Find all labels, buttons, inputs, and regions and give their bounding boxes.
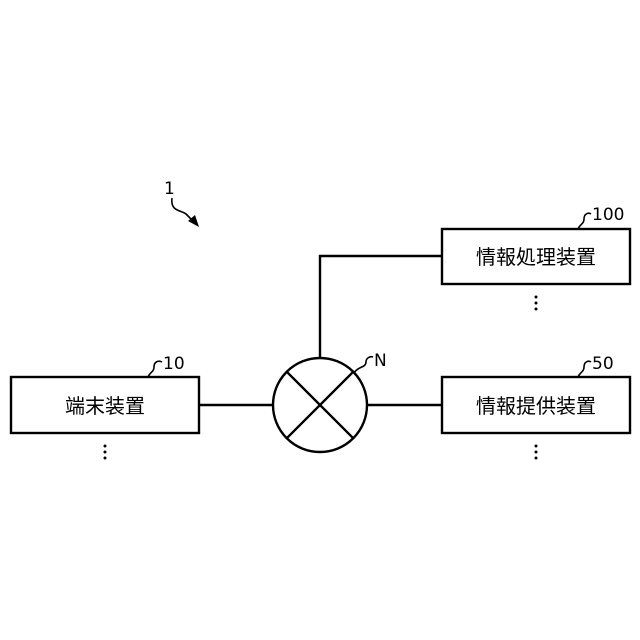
- terminal-ellipsis: [104, 445, 107, 460]
- terminal-reference-leader: [148, 361, 162, 377]
- info-processor-ellipsis: [535, 296, 538, 311]
- info-processor-device: 情報処理装置: [442, 229, 630, 284]
- network-reference-leader: [354, 357, 373, 373]
- system-reference-label: 1: [164, 179, 175, 199]
- network-node: [273, 358, 367, 452]
- info-provider-reference-label: 50: [592, 354, 614, 374]
- network-reference-label: N: [374, 351, 387, 371]
- info-provider-reference-leader: [578, 361, 591, 377]
- info-provider-ellipsis: [535, 445, 538, 460]
- info-processor-label: 情報処理装置: [476, 245, 596, 269]
- connector-network-processor: [320, 256, 442, 358]
- terminal-device-label: 端末装置: [65, 394, 145, 418]
- terminal-device: 端末装置: [11, 377, 199, 433]
- info-provider-device: 情報提供装置: [442, 377, 630, 433]
- info-provider-label: 情報提供装置: [476, 394, 596, 418]
- info-processor-reference-label: 100: [592, 205, 624, 225]
- terminal-reference-label: 10: [163, 354, 185, 374]
- info-processor-reference-leader: [578, 213, 591, 229]
